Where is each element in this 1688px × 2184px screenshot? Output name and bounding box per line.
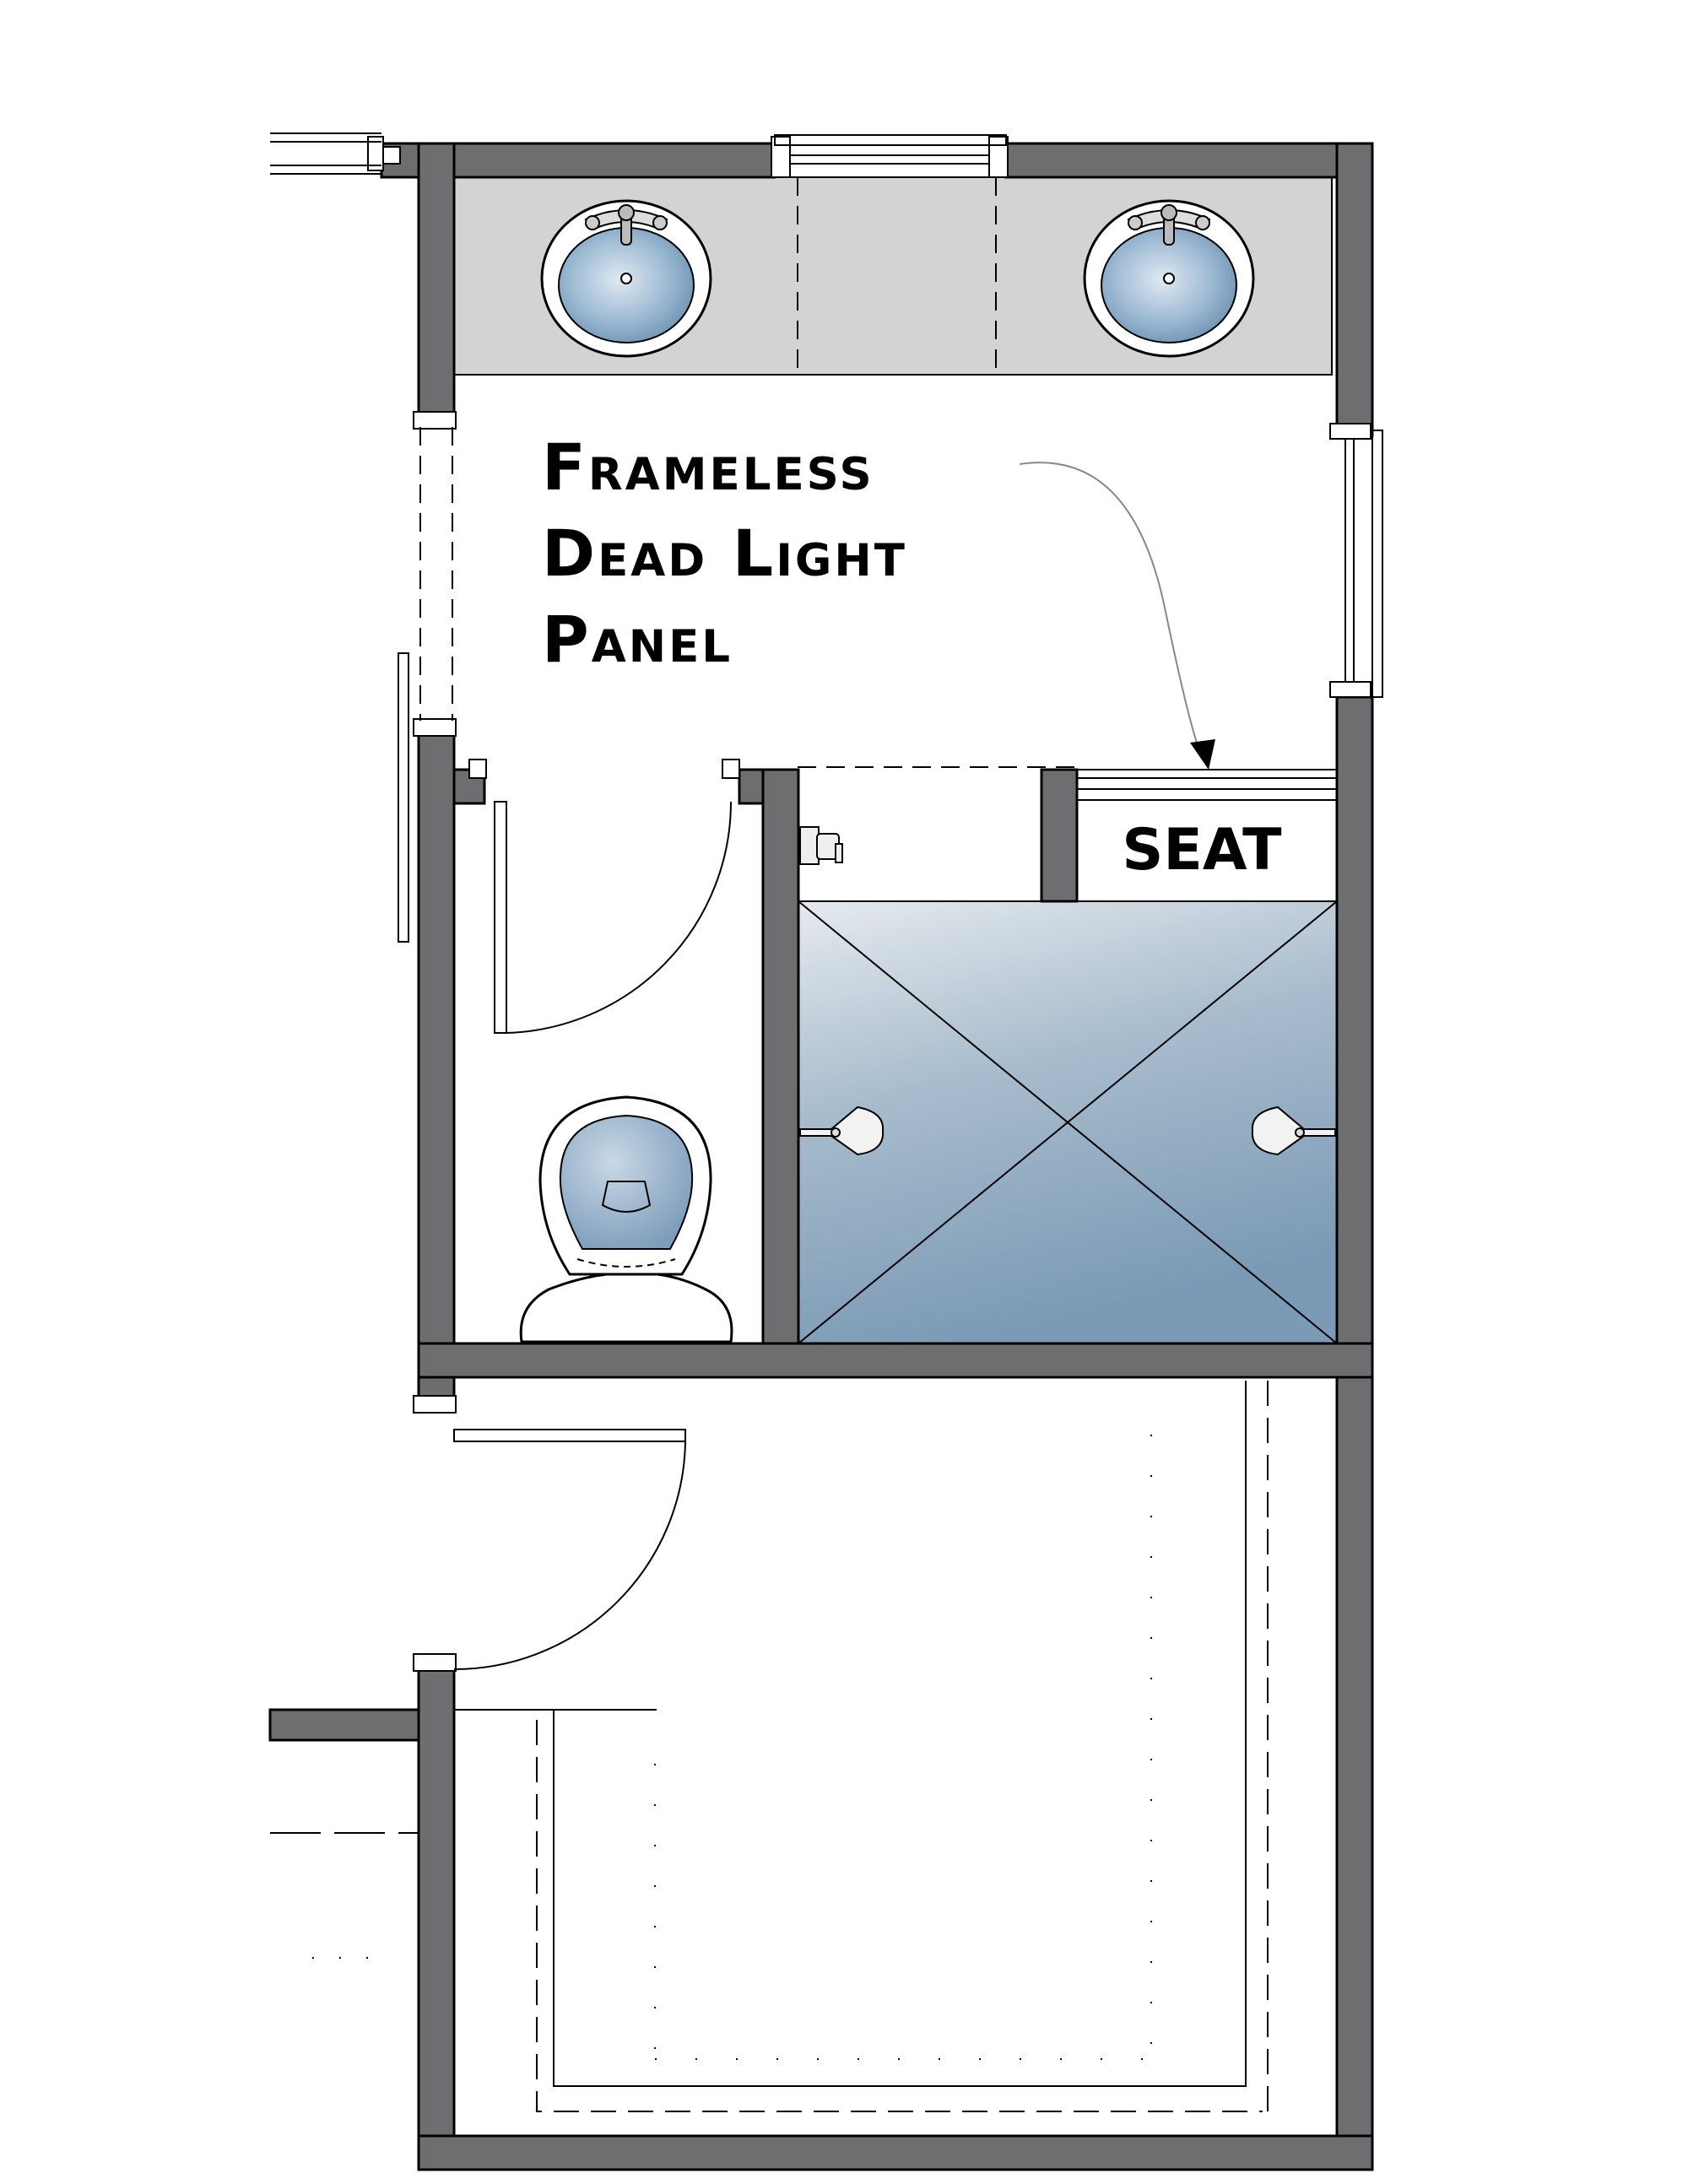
toilet-paper-holder-icon (799, 826, 843, 865)
exterior-hall-lines (270, 1832, 419, 1959)
shower-drain-diagonal (798, 900, 1338, 1344)
seat-label: SEAT (1122, 817, 1282, 884)
sink-icon (540, 199, 712, 358)
walls (268, 142, 1374, 2171)
annotation-line: Dead Light (542, 516, 907, 591)
shower-head-icon (1251, 1106, 1336, 1156)
wall-wc-shower-partition (761, 768, 800, 1379)
shower-head-icon (799, 1106, 885, 1156)
annotation-leader-line (1019, 462, 1198, 743)
annotation-label: Frameless Dead Light Panel (542, 430, 932, 677)
annotation-arrowhead (1190, 739, 1215, 770)
sink-icon (1083, 199, 1255, 358)
wall-right-upper (1335, 142, 1374, 437)
window-right (1344, 430, 1383, 698)
toilet-icon (519, 1095, 733, 1343)
wall-bottom (417, 2134, 1374, 2171)
closet-shelving (454, 1381, 1269, 2112)
wall-exterior-stub (268, 1708, 420, 1742)
closet-rod-dotted (654, 1435, 1152, 2060)
wall-left-middle (417, 719, 456, 1408)
shower-seat (1076, 769, 1338, 902)
door-jambs (367, 136, 1372, 1672)
closet-door[interactable] (453, 1429, 686, 1442)
wall-right-lower (1335, 695, 1374, 2171)
sliding-door-panel[interactable] (398, 652, 409, 943)
wc-door[interactable] (494, 801, 507, 1034)
annotation-line: Frameless (542, 430, 874, 505)
window-top-center (774, 134, 1007, 165)
wall-wet-area-bottom (417, 1342, 1374, 1379)
wall-seat-partition (1040, 768, 1079, 903)
annotation-line: Panel (542, 602, 733, 677)
wc-door-swing-arc (506, 801, 732, 1034)
wall-left-lower (417, 1668, 456, 2171)
closet-door-swing-arc (453, 1441, 686, 1670)
wall-left-upper (417, 142, 456, 429)
window-top-left (270, 132, 381, 175)
wall-top-right (1004, 142, 1374, 179)
